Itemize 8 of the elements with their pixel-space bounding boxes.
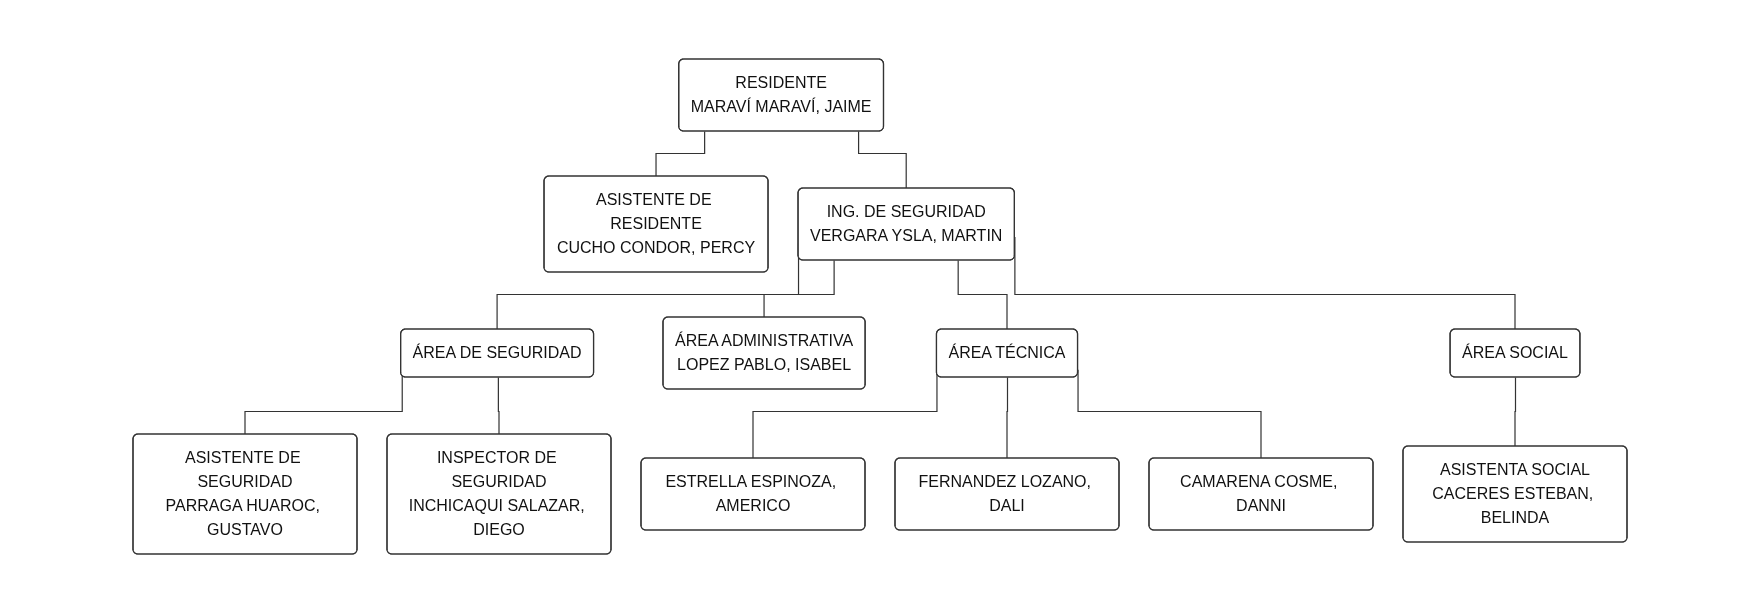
- connector: [763, 259, 835, 319]
- connector: [497, 376, 501, 436]
- connector: [957, 259, 1009, 331]
- connector: [858, 130, 908, 190]
- connector: [244, 375, 403, 436]
- connector: [1006, 376, 1009, 460]
- connector: [1514, 376, 1517, 448]
- connector: [655, 130, 706, 178]
